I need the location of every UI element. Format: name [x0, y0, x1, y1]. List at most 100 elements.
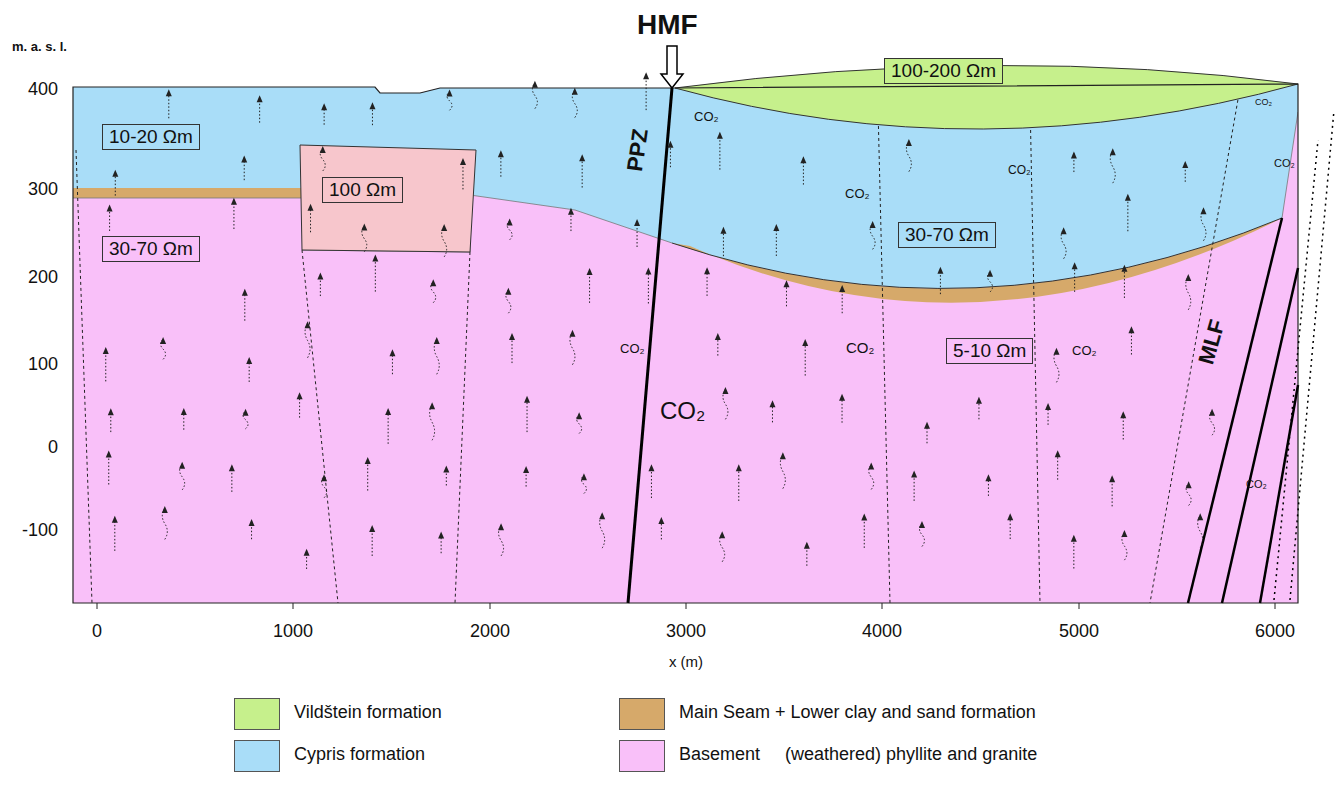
- gas-label: CO₂: [845, 187, 870, 201]
- flow-head: [667, 141, 673, 148]
- flow-head: [372, 254, 378, 261]
- flow-head: [1128, 326, 1134, 333]
- flow-head: [987, 270, 993, 277]
- flow-head: [804, 542, 810, 549]
- resistivity-value: 100-200 Ωm: [891, 60, 996, 81]
- x-tick: 4000: [862, 622, 902, 642]
- gas-label: CO₂: [1246, 478, 1267, 490]
- flow-head: [1072, 262, 1078, 269]
- flow-head: [839, 285, 845, 292]
- mlf-dotted: [1274, 110, 1334, 600]
- flow-head: [524, 396, 530, 403]
- flow-head: [599, 512, 605, 519]
- flow-head: [304, 549, 310, 556]
- x-tick: 6000: [1255, 622, 1295, 642]
- flow-head: [1053, 348, 1059, 355]
- gas-label: CO₂: [1274, 157, 1295, 169]
- flow-head: [569, 330, 575, 337]
- resistivity-box: 100-200 Ωm: [884, 58, 1003, 84]
- resistivity-box: 10-20 Ωm: [102, 124, 200, 150]
- flow-head: [587, 268, 593, 275]
- flow-head: [783, 280, 789, 287]
- legend-swatch: [619, 698, 665, 730]
- flow-line: [738, 466, 739, 501]
- flow-head: [906, 139, 912, 146]
- flow-head: [112, 170, 118, 177]
- flow-head: [460, 158, 466, 165]
- flow-head: [717, 132, 723, 139]
- flow-head: [572, 88, 578, 95]
- flow-head: [498, 523, 504, 530]
- flow-head: [568, 208, 574, 215]
- flow-line: [434, 339, 439, 374]
- flow-line: [600, 514, 605, 548]
- flow-line: [305, 323, 310, 358]
- flow-head: [112, 516, 118, 523]
- flow-line: [527, 398, 528, 432]
- gas-label: CO₂: [1008, 164, 1031, 177]
- mlf-faults: [1188, 218, 1298, 603]
- flow-head: [861, 514, 867, 521]
- flow-head: [108, 408, 114, 415]
- flow-head: [1197, 513, 1203, 520]
- flow-head: [430, 279, 436, 286]
- x-axis-title: x (m): [669, 654, 703, 671]
- basement: [73, 60, 1303, 605]
- flow-head: [509, 333, 515, 340]
- legend-text: Basement (weathered) phyllite and granit…: [679, 745, 1037, 765]
- flow-head: [429, 402, 435, 409]
- flow-head: [985, 474, 991, 481]
- x-tick: 2000: [470, 622, 510, 642]
- resistivity-value: 100 Ωm: [329, 179, 396, 200]
- flow-head: [321, 474, 327, 481]
- flow-head: [704, 267, 710, 274]
- flow-head: [229, 464, 235, 471]
- flow-head: [107, 205, 113, 212]
- flow-head: [523, 466, 529, 473]
- flow-line: [646, 74, 647, 110]
- flow-head: [579, 154, 585, 161]
- flow-head: [643, 72, 649, 79]
- flow-line: [1186, 276, 1191, 310]
- flow-head: [369, 525, 375, 532]
- flow-head: [802, 339, 808, 346]
- flow-head: [658, 517, 664, 524]
- flow-head: [870, 221, 876, 228]
- flow-head: [919, 521, 925, 528]
- flow-head: [369, 102, 375, 109]
- flow-head: [1185, 274, 1191, 281]
- gas-flow-arrows: [103, 72, 1215, 569]
- gas-label: CO₂: [1072, 344, 1097, 358]
- flow-head: [1007, 513, 1013, 520]
- flow-head: [911, 471, 917, 478]
- flow-head: [297, 392, 303, 399]
- legend-text: Vildštein formation: [294, 703, 442, 723]
- resistive-block: [300, 145, 476, 252]
- flow-line: [388, 410, 389, 444]
- flow-head: [1061, 227, 1067, 234]
- resistivity-box: 30-70 Ωm: [102, 236, 200, 262]
- axis-unit: m. a. s. l.: [12, 40, 67, 54]
- flow-head: [305, 321, 311, 328]
- y-tick: 300: [28, 180, 58, 200]
- flow-head: [106, 450, 112, 457]
- flow-head: [976, 397, 982, 404]
- legend-swatch: [234, 698, 280, 730]
- flow-line: [1127, 196, 1128, 232]
- gas-label: CO₂: [846, 340, 874, 357]
- legend-text: Cypris formation: [294, 745, 425, 765]
- flow-head: [719, 531, 725, 538]
- flow-line: [780, 454, 785, 488]
- flow-head: [498, 150, 504, 157]
- flow-head: [317, 272, 323, 279]
- resistivity-value: 5-10 Ωm: [953, 340, 1026, 361]
- flow-head: [576, 412, 582, 419]
- flow-head: [243, 409, 249, 416]
- gas-label: CO₂: [620, 342, 645, 356]
- flow-head: [443, 466, 449, 473]
- flow-line: [430, 404, 435, 440]
- resistivity-box: 5-10 Ωm: [946, 338, 1033, 364]
- flow-head: [1045, 403, 1051, 410]
- flow-head: [249, 519, 255, 526]
- gas-label: CO₂: [660, 398, 705, 424]
